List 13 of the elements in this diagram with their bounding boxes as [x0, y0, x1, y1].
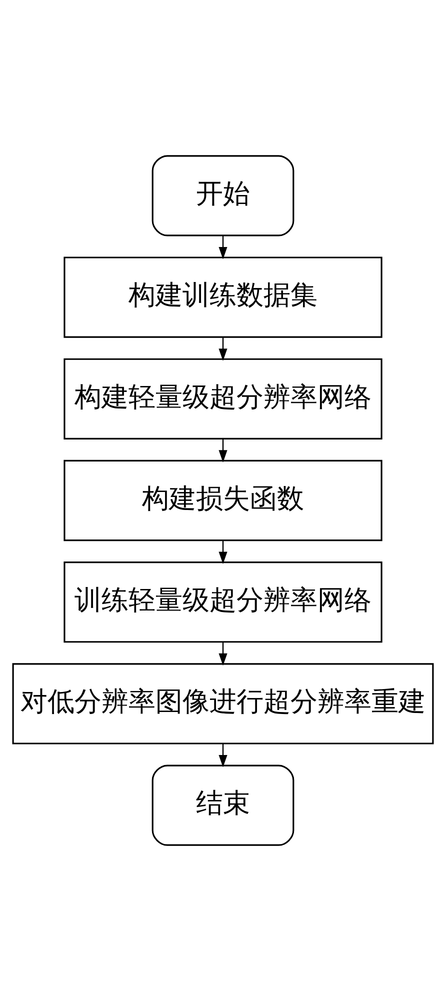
arrow [218, 336, 228, 360]
arrow [218, 641, 228, 666]
node-box: 构建训练数据集 [64, 256, 382, 338]
arrow [218, 540, 228, 564]
node-box: 开始 [152, 154, 294, 236]
node-box: 对低分辨率图像进行超分辨率重建 [12, 662, 434, 744]
node-box: 构建轻量级超分辨率网络 [64, 358, 382, 439]
arrow [218, 235, 228, 259]
arrow [218, 438, 228, 462]
node-box: 结束 [152, 764, 294, 846]
node-box: 训练轻量级超分辨率网络 [64, 561, 382, 642]
arrow [218, 743, 228, 767]
node-box: 构建损失函数 [64, 459, 382, 541]
